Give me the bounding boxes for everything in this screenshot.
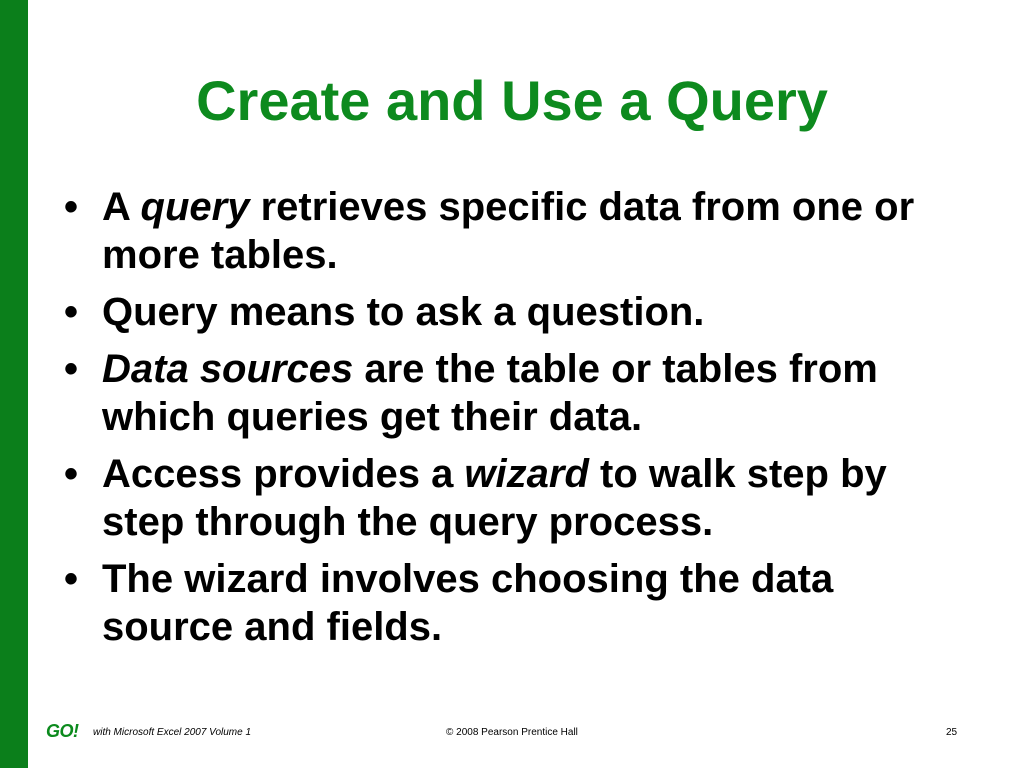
page-number: 25 [946,727,958,738]
bullet-marker: • [64,347,79,391]
bullet-text: are the table or tables from which queri… [102,347,878,439]
slide-title: Create and Use a Query [196,69,828,132]
bullet-text: to walk step by step through the query p… [102,452,887,544]
bullet-item: • A query retrieves specific data from o… [58,183,958,279]
bullet-list: • A query retrieves specific data from o… [58,183,958,660]
bullet-item: • The wizard involves choosing the data … [58,555,958,651]
bullet-emphasis: Data sources [102,347,354,391]
footer-course-title: with Microsoft Excel 2007 Volume 1 [93,727,252,738]
bullet-text: Access provides a [102,452,465,496]
bullet-marker: • [64,185,79,229]
bullet-text: retrieves specific data from one or more… [102,185,915,277]
bullet-marker: • [64,452,79,496]
bullet-emphasis: query [140,185,250,229]
bullet-item: • Query means to ask a question. [58,288,958,336]
footer-copyright: © 2008 Pearson Prentice Hall [446,727,578,738]
bullet-emphasis: wizard [464,452,589,496]
bullet-text: The wizard involves choosing the data so… [102,557,834,649]
bullet-text: Query means to ask a question. [102,290,705,334]
bullet-marker: • [64,557,79,601]
left-accent-bar [0,0,28,768]
bullet-marker: • [64,290,79,334]
bullet-text: A [102,185,141,229]
go-logo: GO! [46,721,79,741]
bullet-item: • Access provides a wizard to walk step … [58,450,958,546]
slide-footer: GO! with Microsoft Excel 2007 Volume 1 ©… [0,718,1024,748]
bullet-item: • Data sources are the table or tables f… [58,345,958,441]
